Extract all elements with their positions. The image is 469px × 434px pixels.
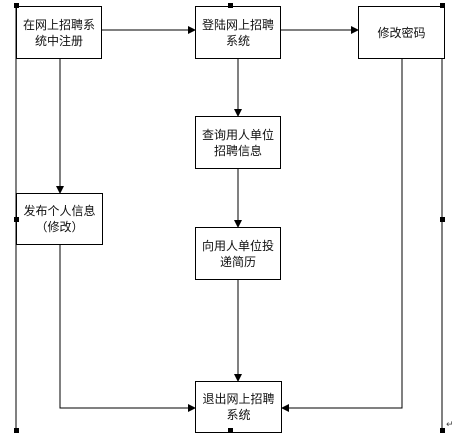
register-node: 在网上招聘系 统中注册 [16, 6, 102, 59]
selection-handle-top-middle[interactable] [228, 3, 233, 8]
change-password-node: 修改密码 [358, 6, 445, 59]
logout-label: 退出网上招聘 系统 [202, 392, 275, 422]
selection-handle-top-right[interactable] [440, 3, 445, 8]
publish-info-node: 发布个人信息 （修改） [16, 193, 103, 245]
selection-handle-bottom-right[interactable] [440, 428, 445, 433]
selection-handle-bottom-left[interactable] [14, 428, 19, 433]
logout-node: 退出网上招聘 系统 [195, 381, 282, 433]
register-label: 在网上招聘系 统中注册 [22, 17, 95, 48]
query-jobs-label: 查询用人单位 招聘信息 [201, 127, 274, 158]
change-password-label: 修改密码 [377, 25, 426, 40]
login-node: 登陆网上招聘 系统 [195, 6, 281, 59]
arrow-change-password-to-logout [281, 58, 403, 412]
submit-resume-node: 向用人单位投 递简历 [195, 227, 281, 280]
publish-info-label: 发布个人信息 （修改） [23, 204, 96, 234]
arrow-publish-info-to-logout [59, 244, 196, 412]
login-label: 登陆网上招聘 系统 [201, 17, 274, 48]
selection-handle-bottom-middle[interactable] [228, 428, 233, 433]
selection-handle-top-left[interactable] [14, 3, 19, 8]
selection-handle-middle-right[interactable] [440, 217, 445, 222]
paragraph-mark: ↵ [446, 420, 454, 430]
query-jobs-node: 查询用人单位 招聘信息 [195, 116, 281, 169]
selection-handle-middle-left[interactable] [14, 217, 19, 222]
submit-resume-label: 向用人单位投 递简历 [201, 238, 274, 269]
